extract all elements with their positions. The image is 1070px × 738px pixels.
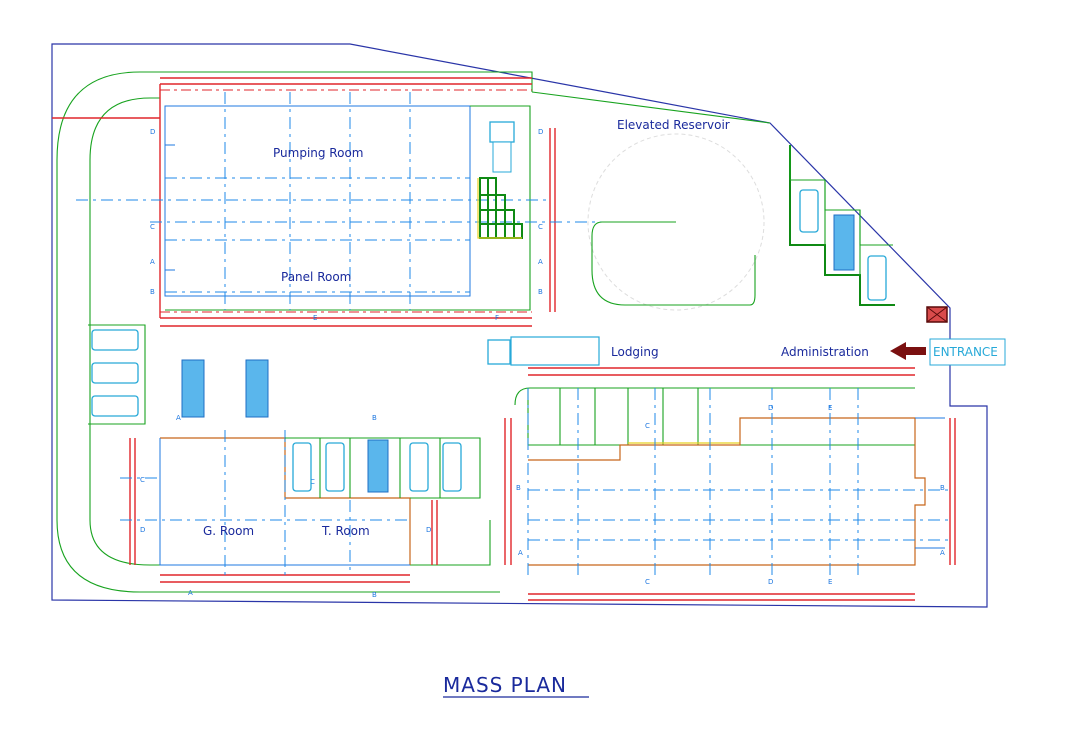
label-panel-room: Panel Room xyxy=(281,270,351,284)
entrance-box xyxy=(929,338,1006,366)
car-icon xyxy=(409,442,429,492)
label-lodging: Lodging xyxy=(611,345,659,359)
section-mark: D xyxy=(768,404,773,412)
truck-icon xyxy=(833,214,855,271)
site-boundary xyxy=(51,43,988,608)
section-mark: D xyxy=(150,128,155,136)
section-mark: B xyxy=(516,484,521,492)
section-mark: F xyxy=(495,314,499,322)
section-mark: B xyxy=(538,288,543,296)
section-mark: A xyxy=(150,258,155,266)
road-segment xyxy=(514,387,915,406)
truck-icon xyxy=(181,359,205,418)
section-mark: D xyxy=(768,578,773,586)
section-mark: C xyxy=(140,476,145,484)
car-icon xyxy=(442,442,462,492)
truck-icon xyxy=(489,121,515,173)
section-mark: A xyxy=(176,414,181,422)
section-mark: C xyxy=(150,223,155,231)
section-mark: D xyxy=(426,526,431,534)
section-mark: D xyxy=(140,526,145,534)
section-mark: D xyxy=(538,128,543,136)
truck-icon xyxy=(367,439,389,493)
car-icon xyxy=(799,189,819,233)
plan-title: MASS PLAN xyxy=(443,673,567,697)
left-parking xyxy=(91,329,139,417)
section-mark: B xyxy=(372,591,377,599)
section-mark: B xyxy=(150,288,155,296)
elevated-reservoir xyxy=(587,133,765,311)
section-mark: A xyxy=(538,258,543,266)
section-mark: E xyxy=(313,314,317,322)
lodging-admin-building: C D E B A B A C D E xyxy=(504,367,956,601)
car-icon xyxy=(292,442,312,492)
section-mark: C xyxy=(538,223,543,231)
section-mark: B xyxy=(940,484,945,492)
label-t-room: T. Room xyxy=(321,524,370,538)
road-segment xyxy=(531,91,771,124)
label-entrance: ENTRANCE xyxy=(933,345,998,359)
section-mark: B xyxy=(372,414,377,422)
arrow-left-icon xyxy=(890,342,926,360)
section-mark: A xyxy=(940,549,945,557)
truck-icon xyxy=(487,336,600,366)
g-t-room-building: C D D A B B A C xyxy=(120,414,481,599)
car-icon xyxy=(325,442,345,492)
section-mark: E xyxy=(828,578,832,586)
road-segment xyxy=(160,71,533,92)
gate-icon xyxy=(926,306,948,323)
label-elevated-reservoir: Elevated Reservoir xyxy=(617,118,730,132)
ring-road-outer xyxy=(56,71,500,593)
pumping-panel-building: D C A B D C A B E F xyxy=(76,77,676,327)
section-mark: C xyxy=(645,422,650,430)
section-mark: E xyxy=(828,404,832,412)
label-administration: Administration xyxy=(781,345,869,359)
label-pumping-room: Pumping Room xyxy=(273,146,363,160)
section-mark: A xyxy=(518,549,523,557)
section-mark: C xyxy=(645,578,650,586)
label-g-room: G. Room xyxy=(203,524,254,538)
section-mark: A xyxy=(188,589,193,597)
section-mark: C xyxy=(310,478,315,486)
road-segment xyxy=(88,324,146,425)
angled-parking xyxy=(789,145,895,306)
car-icon xyxy=(867,255,887,301)
truck-icon xyxy=(245,359,269,418)
